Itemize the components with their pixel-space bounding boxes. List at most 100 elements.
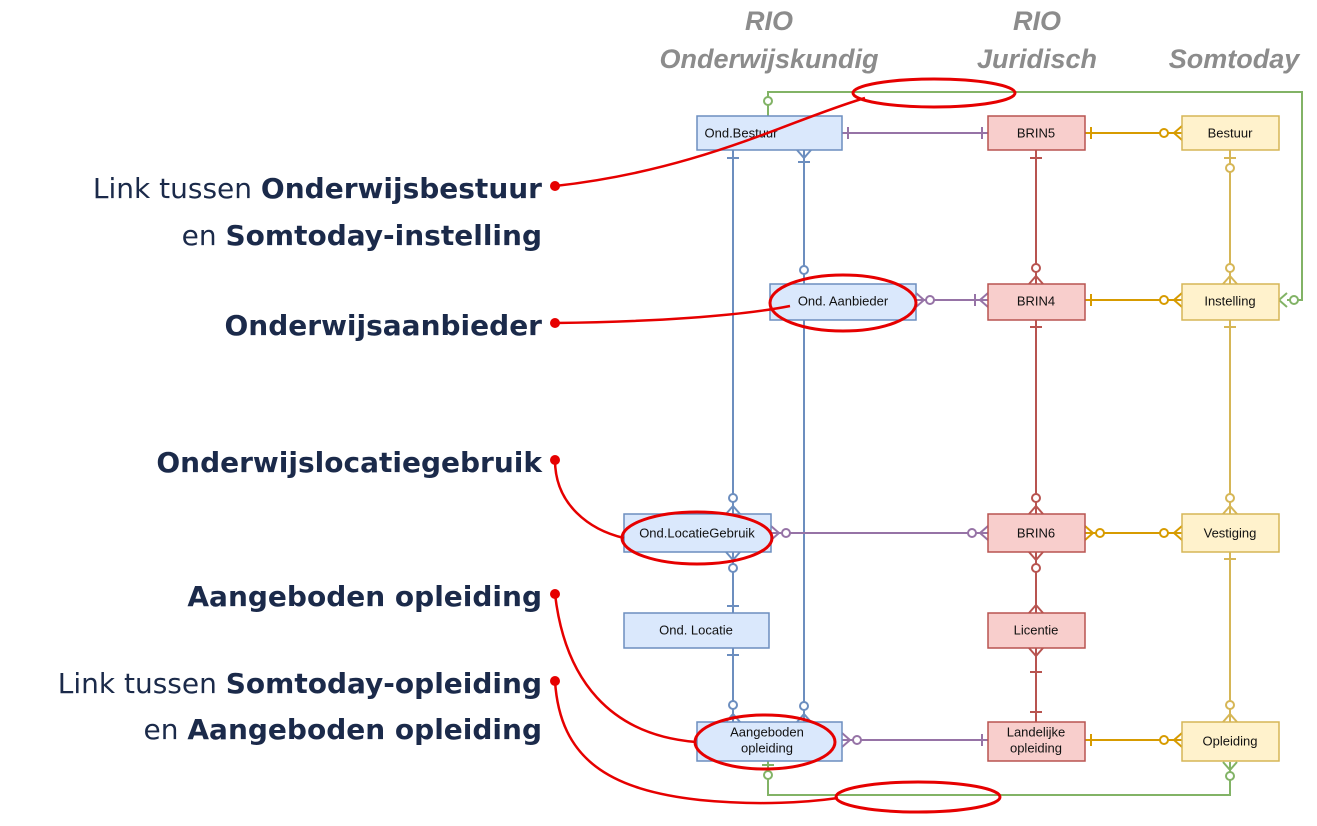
purple-link-marker <box>781 528 791 538</box>
svg-text:Ond. Locatie: Ond. Locatie <box>659 622 733 637</box>
column-header-somtoday: Somtoday <box>1169 44 1302 74</box>
red-link-crowfoot <box>1028 647 1044 658</box>
purple-link-marker <box>967 528 977 538</box>
svg-text:opleiding: opleiding <box>1010 740 1062 755</box>
callout-dot <box>550 318 560 328</box>
connector-aanbieder <box>554 304 791 325</box>
orange-link-marker <box>1159 128 1169 138</box>
callout-link-bestuur-line2: en Somtoday-instelling <box>182 219 542 252</box>
yellow-link-marker <box>1225 163 1235 173</box>
green-link-opleiding-aangeboden <box>767 761 1231 796</box>
yellow-link-marker <box>1225 493 1235 503</box>
green-link-marker <box>1225 771 1235 781</box>
red-link-crowfoot <box>1028 274 1044 285</box>
node-brin5[interactable]: BRIN5 <box>987 115 1086 151</box>
orange-link-marker <box>1095 528 1105 538</box>
column-header-rio-juridisch: RIO Juridisch <box>977 6 1097 74</box>
red-link-crowfoot <box>1028 603 1044 614</box>
node-brin4[interactable]: BRIN4 <box>987 283 1086 321</box>
svg-text:Somtoday: Somtoday <box>1169 44 1302 74</box>
green-link-crowfoot <box>1277 292 1288 308</box>
connector-link-bestuur <box>554 96 866 188</box>
red-link-marker <box>1031 493 1041 503</box>
orange-link-marker <box>1159 735 1169 745</box>
node-vestiging[interactable]: Vestiging <box>1181 513 1280 553</box>
orange-link-crowfoot <box>1172 525 1183 541</box>
node-ond-aanbieder[interactable]: Ond. Aanbieder <box>769 283 917 321</box>
green-link-marker <box>763 770 773 780</box>
connector-locatiegebruik <box>553 459 625 540</box>
svg-text:Bestuur: Bestuur <box>1208 125 1253 140</box>
orange-link-crowfoot <box>1172 292 1183 308</box>
svg-text:BRIN5: BRIN5 <box>1017 125 1055 140</box>
orange-link-crowfoot <box>1172 732 1183 748</box>
purple-link-crowfoot <box>978 292 989 308</box>
svg-text:Juridisch: Juridisch <box>977 44 1097 74</box>
svg-text:Opleiding: Opleiding <box>1203 733 1258 748</box>
highlight-ellipse-bottom-link <box>834 780 1002 814</box>
svg-text:Landelijke: Landelijke <box>1007 724 1066 739</box>
purple-link-marker <box>852 735 862 745</box>
callout-dot <box>550 676 560 686</box>
blue-link-crowfoot <box>725 504 741 515</box>
purple-link-crowfoot <box>841 732 852 748</box>
node-ond-locatie[interactable]: Ond. Locatie <box>623 612 770 649</box>
callout-link-opleiding-line1: Link tussen Somtoday-opleiding <box>58 667 542 700</box>
node-brin6[interactable]: BRIN6 <box>987 513 1086 553</box>
svg-text:BRIN4: BRIN4 <box>1017 293 1055 308</box>
svg-text:Instelling: Instelling <box>1204 293 1255 308</box>
svg-text:RIO: RIO <box>745 6 793 36</box>
purple-link-crowfoot <box>978 525 989 541</box>
node-licentie[interactable]: Licentie <box>987 612 1086 649</box>
node-opleiding[interactable]: Opleiding <box>1181 721 1280 762</box>
svg-text:Licentie: Licentie <box>1014 622 1059 637</box>
blue-link-marker <box>728 493 738 503</box>
node-bestuur[interactable]: Bestuur <box>1181 115 1280 151</box>
red-link-marker <box>1031 263 1041 273</box>
purple-link-marker <box>925 295 935 305</box>
callout-dot <box>550 181 560 191</box>
purple-link-crowfoot <box>915 292 926 308</box>
green-link-crowfoot <box>1222 761 1238 772</box>
yellow-link-crowfoot <box>1222 274 1238 285</box>
green-link-marker <box>763 96 773 106</box>
callout-dot <box>550 455 560 465</box>
node-ond-locatiegebruik[interactable]: Ond.LocatieGebruik <box>623 513 772 553</box>
yellow-link-marker <box>1225 263 1235 273</box>
orange-link-crowfoot <box>1172 125 1183 141</box>
yellow-link-crowfoot <box>1222 504 1238 515</box>
callout-link-opleiding-line2: en Aangeboden opleiding <box>144 713 542 746</box>
blue-link-marker <box>799 265 809 275</box>
svg-text:Onderwijskundig: Onderwijskundig <box>659 44 879 74</box>
red-link-crowfoot <box>1028 504 1044 515</box>
orange-link-marker <box>1159 528 1169 538</box>
purple-link-crowfoot <box>770 525 781 541</box>
blue-link-marker <box>799 701 809 711</box>
highlight-ellipse-top-link <box>851 77 1017 109</box>
red-link-crowfoot <box>1028 551 1044 562</box>
callout-locatiegebruik: Onderwijslocatiegebruik <box>156 446 543 479</box>
blue-link-marker <box>728 563 738 573</box>
node-landelijke-opleiding[interactable]: Landelijke opleiding <box>987 721 1086 762</box>
yellow-link-crowfoot <box>1222 712 1238 723</box>
highlight-ellipse-aanbieder <box>768 273 918 333</box>
blue-link-marker <box>728 700 738 710</box>
node-instelling[interactable]: Instelling <box>1181 283 1280 321</box>
svg-text:opleiding: opleiding <box>741 740 793 755</box>
svg-text:Aangeboden: Aangeboden <box>730 724 804 739</box>
red-link-marker <box>1031 563 1041 573</box>
orange-link-marker <box>1159 295 1169 305</box>
node-aangeboden-opleiding[interactable]: Aangeboden opleiding <box>696 721 843 762</box>
column-header-rio-onderwijskundig: RIO Onderwijskundig <box>659 6 879 74</box>
svg-text:Vestiging: Vestiging <box>1204 525 1257 540</box>
svg-text:Ond. Aanbieder: Ond. Aanbieder <box>798 293 889 308</box>
blue-link-crowfoot <box>796 149 812 160</box>
callout-link-bestuur-line1: Link tussen Onderwijsbestuur <box>93 172 542 205</box>
callout-dot <box>550 589 560 599</box>
connector-aangeboden <box>553 593 697 744</box>
svg-text:RIO: RIO <box>1013 6 1061 36</box>
callout-aangeboden: Aangeboden opleiding <box>187 580 542 613</box>
callout-aanbieder: Onderwijsaanbieder <box>224 309 542 342</box>
